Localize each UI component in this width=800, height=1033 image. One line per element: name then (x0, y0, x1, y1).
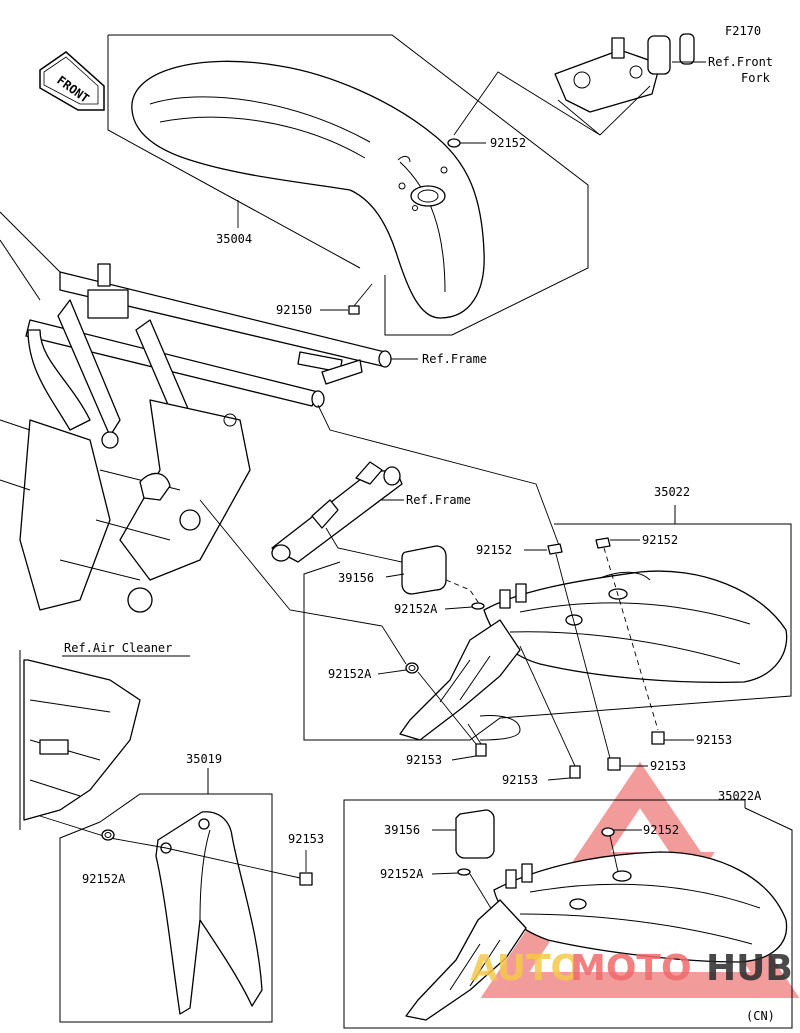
front-fender-bracket (107, 34, 589, 336)
rear-nut-a-icon (547, 543, 563, 555)
ref-frame-lower: Ref.Frame (406, 493, 471, 507)
rear-fender-cn-bracket (343, 799, 793, 1029)
ref-frame-upper: Ref.Frame (422, 352, 487, 366)
label-flap-bolt: 92153 (288, 832, 324, 846)
label-rear-fender-cn: 35022A (718, 789, 762, 803)
collar-icon (405, 662, 419, 674)
rear-fender-cn (405, 835, 788, 1021)
label-clip-a: 92152A (394, 602, 438, 616)
label-flap: 35019 (186, 752, 222, 766)
label-rear-fender-assy: 35022 (654, 485, 690, 499)
ref-front-fork-line2: Fork (741, 71, 771, 85)
ref-front-fork-line1: Ref.Front (708, 55, 773, 69)
label-bolt-c: 92153 (650, 759, 686, 773)
label-bolt-d: 92153 (696, 733, 732, 747)
air-cleaner-ref (19, 650, 141, 830)
label-cn-nut: 92152 (643, 823, 679, 837)
watermark-hub: HUB (706, 948, 793, 989)
front-fork-ref (554, 33, 695, 113)
region-note: (CN) (746, 1009, 775, 1023)
fender-bolt-icon (348, 283, 373, 315)
bolt-b-icon (519, 645, 581, 779)
diagram-code: F2170 (725, 24, 761, 38)
cn-pad-icon (455, 809, 495, 859)
frame-ref (0, 211, 392, 613)
rear-fender (399, 570, 788, 741)
label-rear-nut-b: 92152 (642, 533, 678, 547)
bolt-c-icon (607, 757, 621, 771)
label-fender-bolt: 92150 (276, 303, 312, 317)
watermark-moto: MOTO (570, 948, 692, 989)
label-bolt-b: 92153 (502, 773, 538, 787)
bolt-a-icon (467, 723, 487, 757)
clip-icon (471, 602, 485, 610)
cn-nut-icon (601, 827, 615, 837)
ref-air-cleaner: Ref.Air Cleaner (64, 641, 172, 655)
front-fender (131, 60, 485, 319)
flap-bolt-icon (299, 872, 313, 886)
label-fender-nut: 92152 (490, 136, 526, 150)
label-rear-nut-a: 92152 (476, 543, 512, 557)
rear-nut-b-icon (595, 537, 611, 549)
fender-nut-icon (447, 138, 461, 148)
flap-bracket (59, 768, 273, 1023)
flap-collar-icon (101, 829, 115, 841)
rear-flap (155, 811, 263, 1015)
cn-clip-icon (457, 868, 471, 876)
label-bolt-a: 92153 (406, 753, 442, 767)
pad-icon (401, 545, 447, 595)
label-cn-clip: 92152A (380, 867, 424, 881)
label-pad: 39156 (338, 571, 374, 585)
label-flap-collar: 92152A (82, 872, 126, 886)
watermark-text: AUTO MOTO HUB (470, 948, 793, 989)
label-front-fender: 35004 (216, 232, 252, 246)
watermark-auto: AUTO (470, 948, 581, 989)
rear-fender-bracket (303, 505, 792, 741)
bolt-d-icon (651, 731, 665, 745)
label-cn-pad: 39156 (384, 823, 420, 837)
label-collar-a: 92152A (328, 667, 372, 681)
front-arrow-icon: FRONT (39, 51, 105, 111)
frame-lower-ref (271, 461, 421, 567)
